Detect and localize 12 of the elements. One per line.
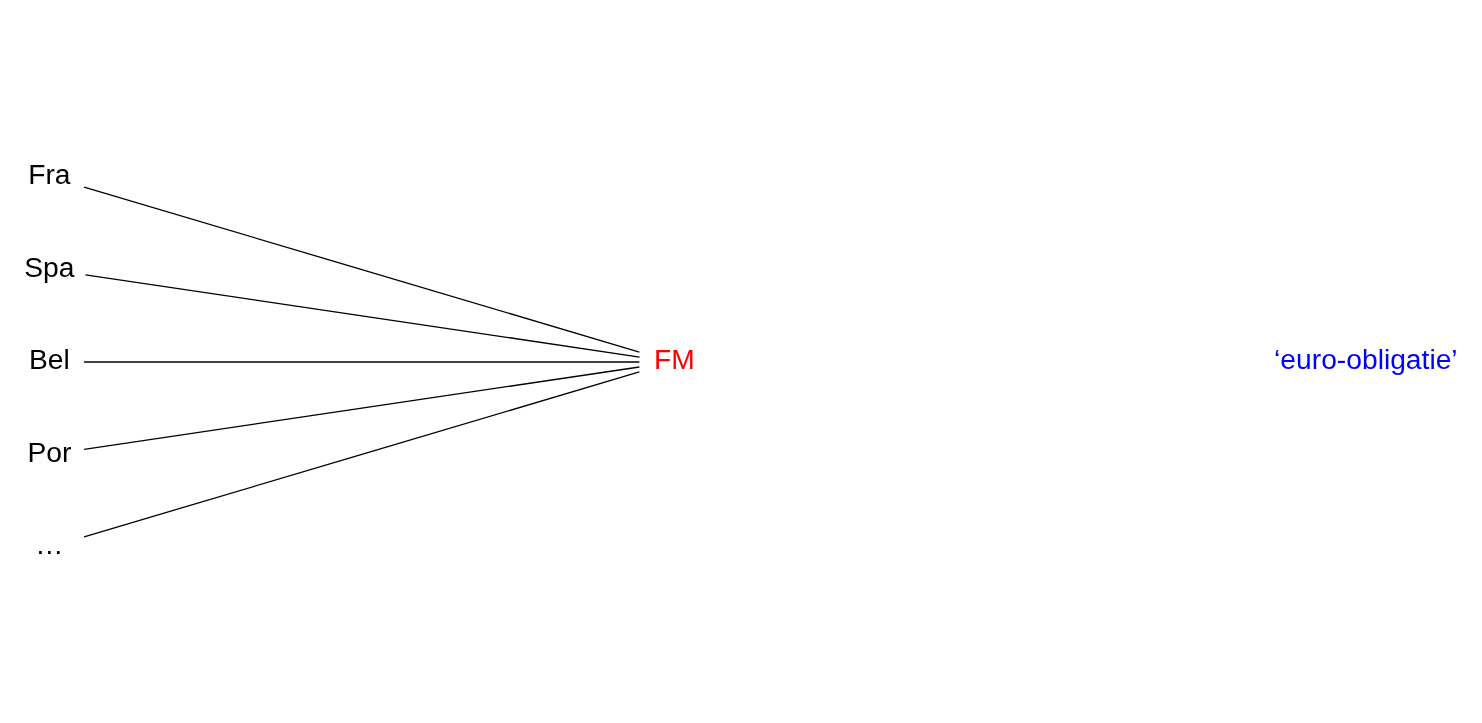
connector [83, 370, 640, 537]
node-text: Por [27, 435, 72, 468]
connector [83, 360, 640, 363]
connector [83, 186, 640, 353]
connector [84, 273, 641, 358]
node-text: Spa [24, 250, 75, 283]
connector [83, 365, 640, 450]
node-text: … [35, 527, 64, 560]
node-text: FM [653, 342, 695, 375]
node-text: Fra [28, 157, 71, 190]
node-text: Bel [28, 342, 70, 375]
label: ‘euro-obligatie’ [1274, 342, 1458, 375]
